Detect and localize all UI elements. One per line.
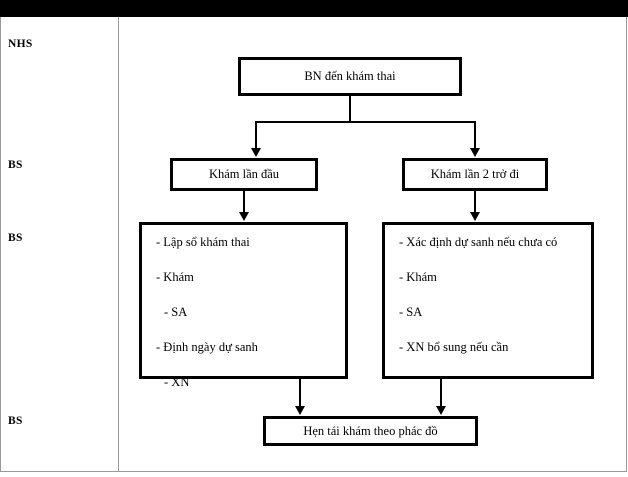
connector-split-bar — [255, 121, 476, 123]
role-label-bs-2: BS — [8, 232, 23, 244]
arrowhead-first-tasks-to-end — [295, 406, 305, 415]
node-end-label: Hẹn tái khám theo phác đồ — [303, 423, 438, 438]
connector-start-stem — [349, 96, 351, 123]
role-label-bs-3: BS — [8, 415, 23, 427]
task-item: - Xác định dự sanh nếu chưa có — [399, 235, 558, 249]
connector-first-tasks-to-end — [299, 379, 301, 407]
node-tasks-followup-visit[interactable]: - Xác định dự sanh nếu chưa có - Khám - … — [382, 222, 594, 379]
node-branch-first-visit-label: Khám lần đầu — [208, 167, 280, 181]
task-item: - XN — [164, 375, 190, 389]
task-item: - XN bổ sung nếu cần — [399, 340, 509, 354]
role-label-nhs: NHS — [8, 38, 33, 50]
task-item: - SA — [399, 305, 423, 319]
page-frame — [0, 17, 627, 472]
node-branch-followup-visit-label: Khám lần 2 trở đi — [430, 167, 520, 181]
arrowhead-followup-visit-to-tasks — [470, 212, 480, 221]
task-item: - Khám — [399, 270, 437, 284]
connector-followup-visit-to-tasks — [474, 191, 476, 213]
task-item: - Khám — [156, 270, 194, 284]
arrowhead-to-followup-visit — [470, 148, 480, 157]
arrowhead-followup-tasks-to-end — [436, 406, 446, 415]
arrowhead-first-visit-to-tasks — [239, 212, 249, 221]
node-branch-followup-visit[interactable]: Khám lần 2 trở đi — [402, 158, 548, 191]
connector-to-first-visit — [255, 121, 257, 149]
task-item: - SA — [164, 305, 188, 319]
connector-to-followup-visit — [474, 121, 476, 149]
connector-followup-tasks-to-end — [440, 379, 442, 407]
arrowhead-to-first-visit — [251, 148, 261, 157]
role-label-bs-1: BS — [8, 159, 23, 171]
connector-first-visit-to-tasks — [243, 191, 245, 213]
top-black-bar — [0, 0, 628, 17]
node-end[interactable]: Hẹn tái khám theo phác đồ — [263, 416, 478, 446]
node-start-label: BN đến khám thai — [304, 69, 396, 83]
task-item: - Lập sổ khám thai — [156, 235, 250, 249]
node-tasks-first-visit[interactable]: - Lập sổ khám thai - Khám - SA - Định ng… — [139, 222, 348, 389]
task-item: - Định ngày dự sanh — [156, 340, 258, 354]
node-branch-first-visit[interactable]: Khám lần đầu — [170, 158, 318, 191]
node-start[interactable]: BN đến khám thai — [238, 57, 462, 96]
role-column-divider — [118, 17, 119, 472]
